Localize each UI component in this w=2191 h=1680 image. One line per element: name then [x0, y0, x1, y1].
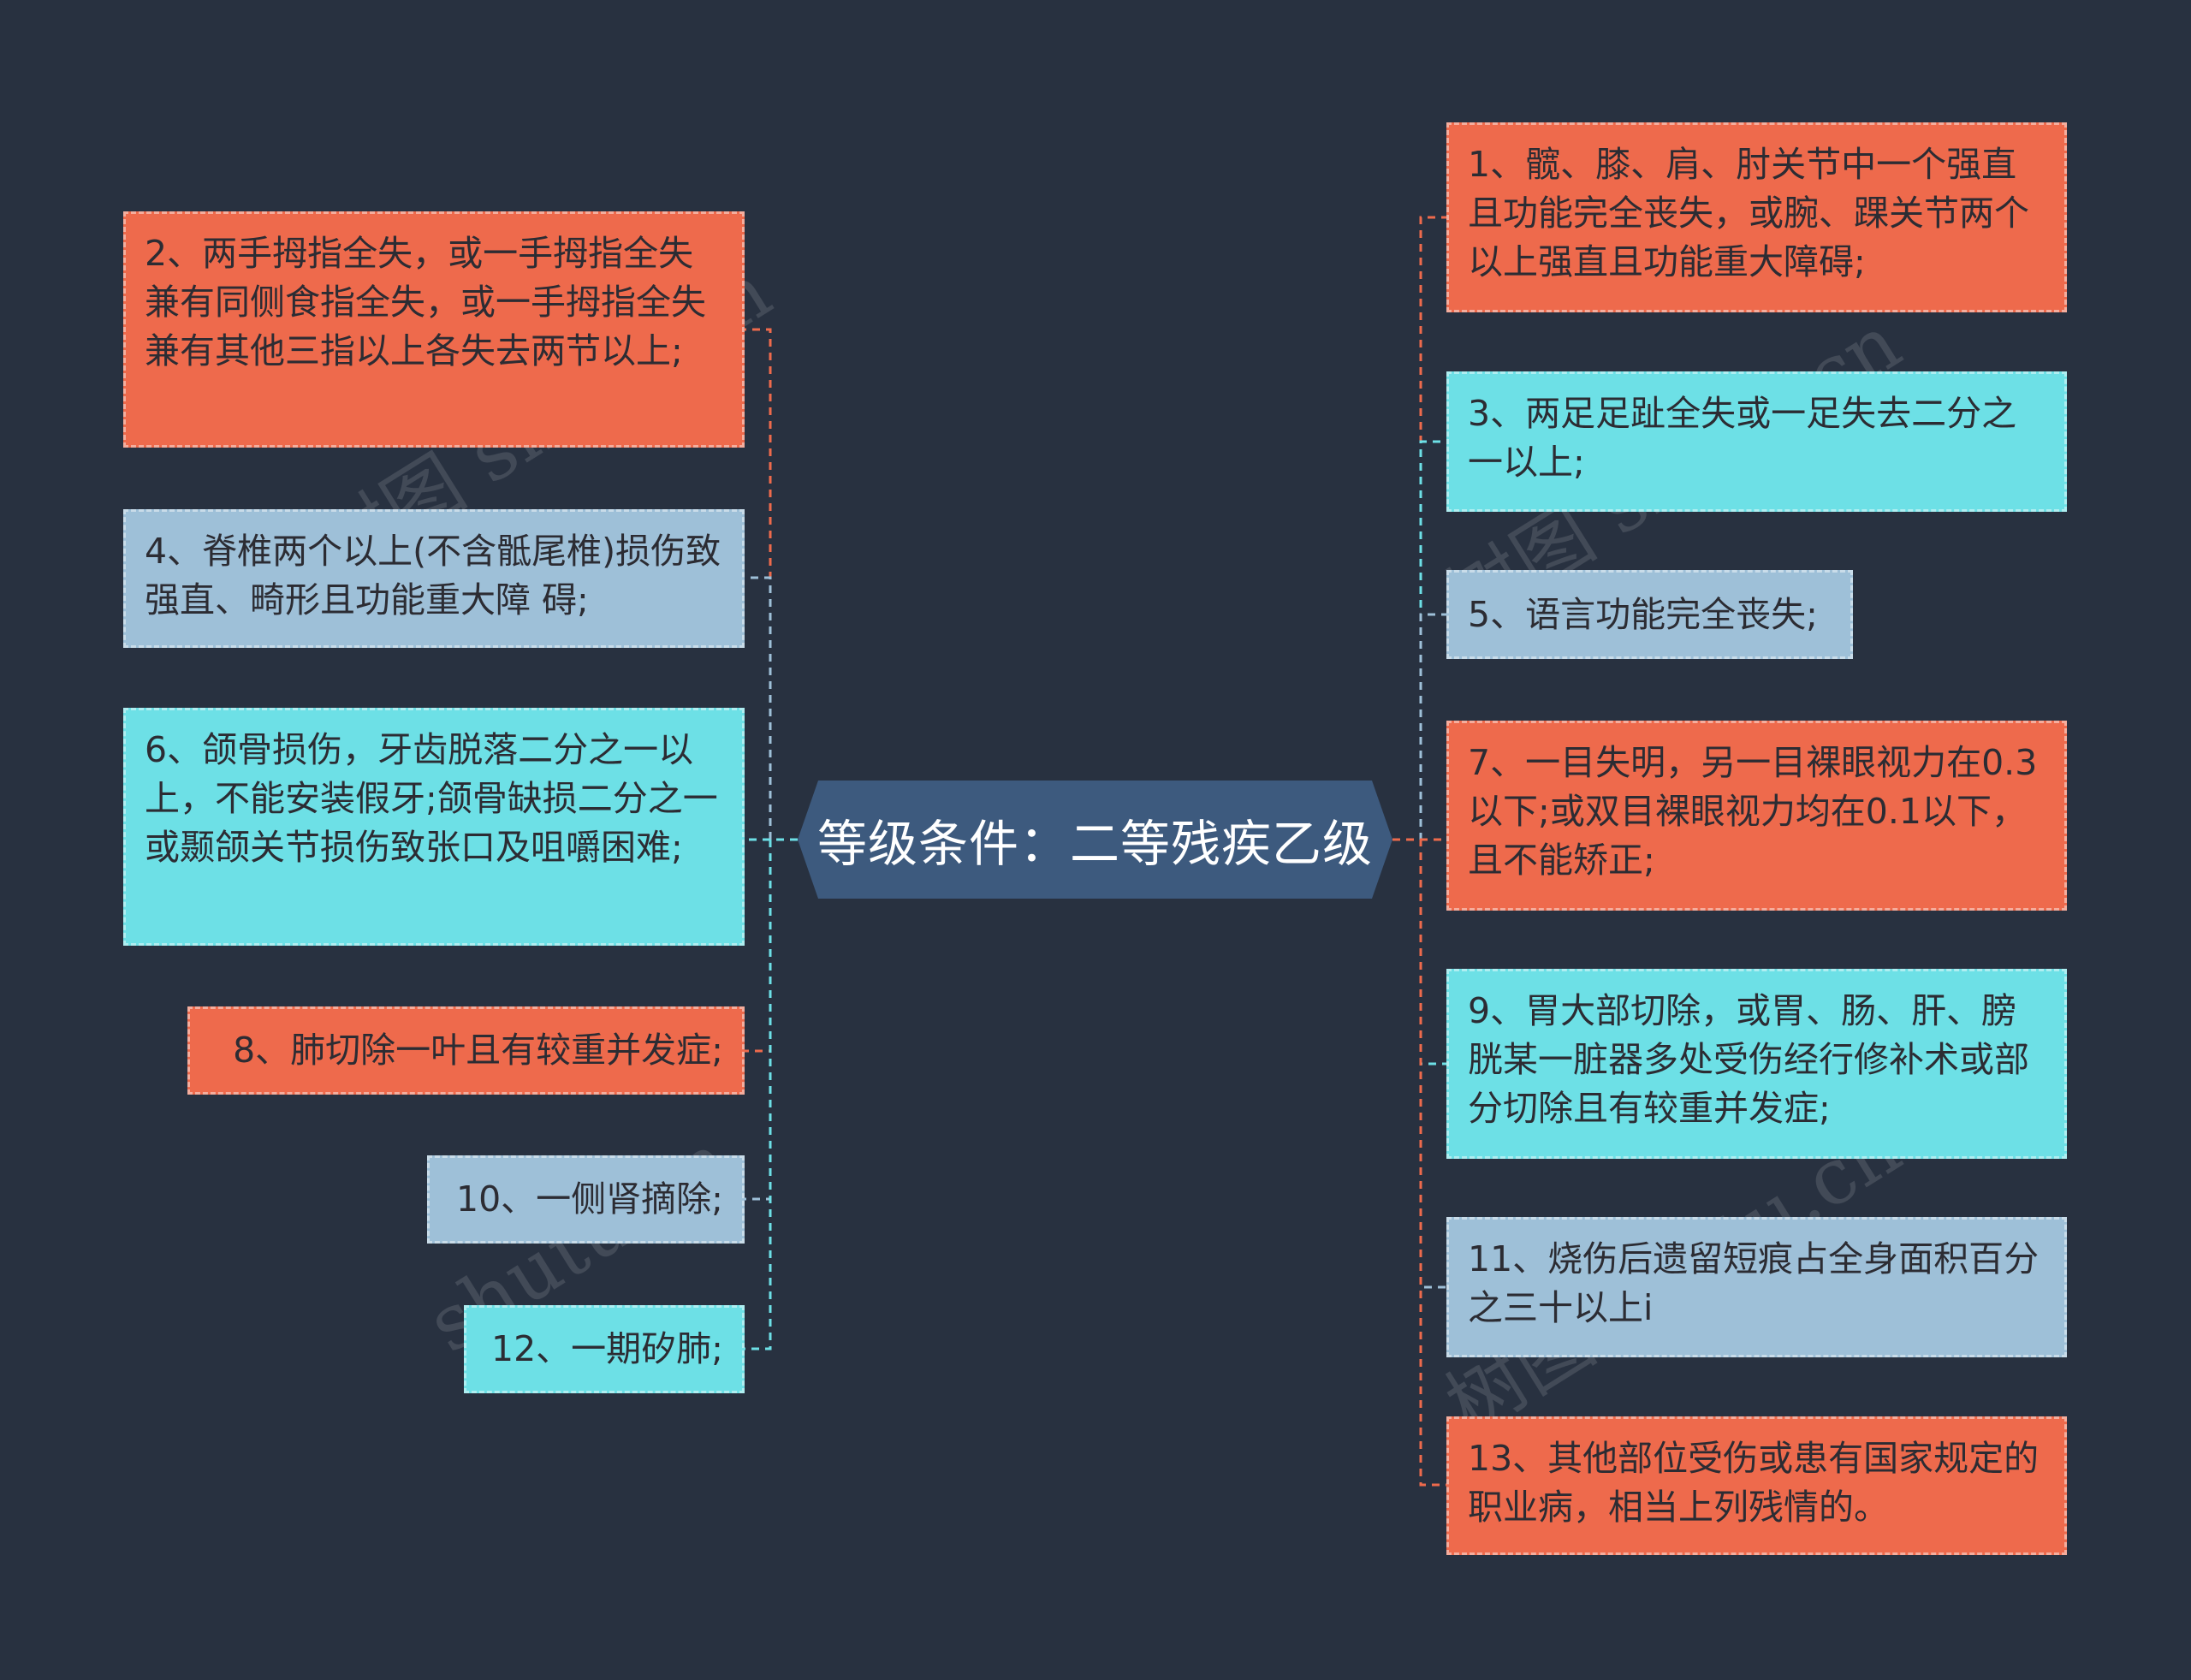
topic-node-9[interactable]: 9、胃大部切除，或胃、肠、肝、膀胱某一脏器多处受伤经行修补术或部分切除且有较重并…	[1446, 969, 2067, 1159]
topic-text: 12、一期矽肺;	[491, 1328, 723, 1369]
topic-text: 8、肺切除一叶且有较重并发症;	[233, 1030, 723, 1071]
topic-text: 13、其他部位受伤或患有国家规定的职业病，相当上列残情的。	[1468, 1438, 2040, 1528]
topic-node-7[interactable]: 7、一目失明，另一目裸眼视力在0.3以下;或双目裸眼视力均在0.1以下，且不能矫…	[1446, 721, 2067, 911]
topic-node-4[interactable]: 4、脊椎两个以上(不含骶尾椎)损伤致强直、畸形且功能重大障 碍;	[123, 509, 745, 648]
topic-node-8[interactable]: 8、肺切除一叶且有较重并发症;	[187, 1006, 745, 1095]
topic-node-6[interactable]: 6、颌骨损伤，牙齿脱落二分之一以上，不能安装假牙;颌骨缺损二分之一或颞颌关节损伤…	[123, 708, 745, 946]
topic-node-11[interactable]: 11、烧伤后遗留短痕占全身面积百分之三十以上i	[1446, 1217, 2067, 1357]
topic-text: 5、语言功能完全丧失;	[1468, 593, 1818, 635]
topic-text: 4、脊椎两个以上(不含骶尾椎)损伤致强直、畸形且功能重大障 碍;	[145, 531, 721, 620]
topic-text: 11、烧伤后遗留短痕占全身面积百分之三十以上i	[1468, 1238, 2040, 1328]
topic-node-10[interactable]: 10、一侧肾摘除;	[427, 1155, 745, 1244]
central-topic-label: 等级条件：二等残疾乙级	[816, 815, 1373, 873]
topic-node-13[interactable]: 13、其他部位受伤或患有国家规定的职业病，相当上列残情的。	[1446, 1416, 2067, 1555]
topic-node-2[interactable]: 2、两手拇指全失，或一手拇指全失兼有同侧食指全失，或一手拇指全失兼有其他三指以上…	[123, 211, 745, 448]
connector-left-4	[745, 576, 798, 841]
topic-node-3[interactable]: 3、两足足趾全失或一足失去二分之一以上;	[1446, 371, 2067, 512]
connector-right-13	[1392, 838, 1446, 1487]
connector-right-1	[1392, 216, 1446, 841]
connector-left-2	[745, 328, 798, 841]
topic-text: 7、一目失明，另一目裸眼视力在0.3以下;或双目裸眼视力均在0.1以下，且不能矫…	[1468, 742, 2038, 881]
topic-text: 6、颌骨损伤，牙齿脱落二分之一以上，不能安装假牙;颌骨缺损二分之一或颞颌关节损伤…	[145, 729, 718, 868]
connector-right-5	[1392, 613, 1446, 841]
topic-node-1[interactable]: 1、髋、膝、肩、肘关节中一个强直且功能完全丧失，或腕、踝关节两个以上强直且功能重…	[1446, 122, 2067, 312]
topic-node-5[interactable]: 5、语言功能完全丧失;	[1446, 570, 1853, 659]
topic-text: 9、胃大部切除，或胃、肠、肝、膀胱某一脏器多处受伤经行修补术或部分切除且有较重并…	[1468, 990, 2029, 1129]
topic-node-12[interactable]: 12、一期矽肺;	[464, 1305, 745, 1393]
topic-text: 10、一侧肾摘除;	[456, 1178, 723, 1220]
topic-text: 1、髋、膝、肩、肘关节中一个强直且功能完全丧失，或腕、踝关节两个以上强直且功能重…	[1468, 144, 2029, 282]
topic-text: 3、两足足趾全失或一足失去二分之一以上;	[1468, 393, 2017, 483]
central-topic[interactable]: 等级条件：二等残疾乙级	[798, 781, 1392, 899]
topic-text: 2、两手拇指全失，或一手拇指全失兼有同侧食指全失，或一手拇指全失兼有其他三指以上…	[145, 233, 706, 371]
connector-left-12	[745, 838, 798, 1351]
